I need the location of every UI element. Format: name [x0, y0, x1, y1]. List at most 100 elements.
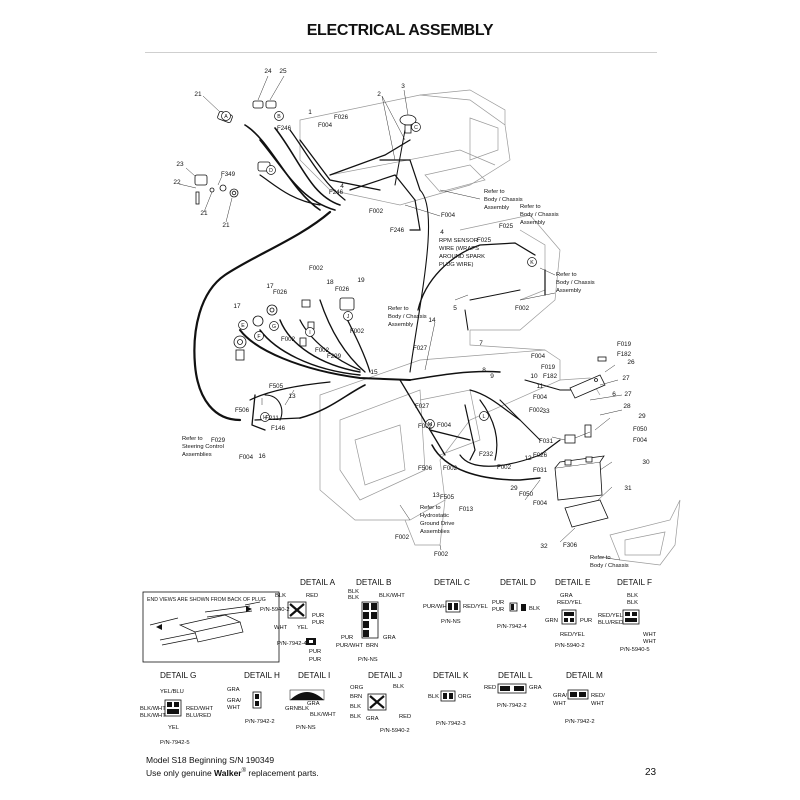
footer-registered-mark: ®: [241, 768, 247, 774]
svg-text:Refer to: Refer to: [556, 272, 577, 278]
svg-text:WHT: WHT: [643, 639, 657, 645]
svg-text:F002: F002: [369, 208, 384, 215]
item-30: 30: [642, 459, 650, 466]
detail-d: DETAIL D PUR PUR BLK P/N-7942-4: [492, 578, 540, 630]
item-13: 13: [432, 492, 440, 499]
svg-text:PUR: PUR: [309, 649, 321, 655]
svg-text:Assemblies: Assemblies: [182, 452, 212, 458]
footer-brand: Walker: [214, 767, 242, 778]
svg-text:Body / Chassis: Body / Chassis: [520, 212, 559, 218]
svg-text:F246: F246: [390, 227, 405, 234]
connector-a-letter: A: [224, 114, 228, 120]
detail-e: DETAIL E GRA RED/YEL GRN PUR RED/YEL P/N…: [545, 578, 592, 649]
leader-lines: [178, 75, 623, 561]
svg-text:Assembly: Assembly: [556, 288, 581, 294]
svg-text:F002: F002: [515, 305, 530, 312]
detail-h: DETAIL H GRA GRA/ WHT P/N-7942-2: [227, 671, 280, 725]
svg-text:F050: F050: [633, 426, 648, 433]
svg-text:YEL/BLU: YEL/BLU: [160, 689, 184, 695]
svg-text:F246: F246: [329, 189, 344, 196]
svg-text:GRA: GRA: [307, 701, 320, 707]
svg-text:BLK: BLK: [348, 595, 359, 601]
svg-text:BLK: BLK: [350, 704, 361, 710]
svg-text:RED: RED: [399, 714, 411, 720]
svg-text:BLK: BLK: [428, 694, 439, 700]
connector-g-letter: G: [272, 324, 276, 330]
svg-text:RED/YEL: RED/YEL: [557, 600, 583, 606]
svg-text:GRA: GRA: [529, 685, 542, 691]
item-15: 15: [370, 369, 378, 376]
svg-text:Refer to: Refer to: [420, 505, 441, 511]
svg-text:P/N-7942-2: P/N-7942-2: [565, 719, 595, 725]
svg-text:F211: F211: [265, 415, 279, 422]
detail-i: DETAIL I GRN BLK BLK/WHT GRA P/N-NS: [285, 671, 336, 731]
svg-text:P/N-7942-4: P/N-7942-4: [497, 624, 527, 630]
detail-a: DETAIL A BLK RED P/N-5940-2 PUR PUR WHT …: [260, 578, 336, 663]
connector-e-letter: E: [241, 323, 245, 329]
svg-text:Ground Drive: Ground Drive: [420, 521, 454, 527]
detail-b: DETAIL B BLK BLK BLK/WHT GRA PUR PUR/WHT…: [336, 578, 405, 663]
item-2: 2: [377, 91, 381, 98]
svg-text:GRN: GRN: [545, 618, 558, 624]
item-23: 23: [176, 161, 184, 168]
wiring-harness: [193, 124, 581, 481]
svg-text:F002: F002: [315, 347, 330, 354]
item-29a: 29: [638, 413, 646, 420]
svg-text:F004: F004: [633, 437, 648, 444]
item-26: 26: [627, 359, 635, 366]
svg-text:P/N-7942-3: P/N-7942-3: [436, 721, 466, 727]
svg-text:F026: F026: [533, 452, 548, 459]
svg-text:F506: F506: [235, 407, 250, 414]
svg-text:RED/YEL: RED/YEL: [598, 613, 624, 619]
svg-text:BLK: BLK: [298, 706, 309, 712]
detail-e-title: DETAIL E: [555, 578, 591, 587]
svg-text:F002: F002: [418, 423, 433, 430]
detail-m-title: DETAIL M: [566, 671, 603, 680]
detail-j: DETAIL J ORG BRN BLK BLK BLK GRA RED P/N…: [350, 671, 411, 734]
detail-c: DETAIL C PUR/WHT RED/YEL P/N-NS: [423, 578, 489, 625]
page-title: ELECTRICAL ASSEMBLY: [306, 22, 494, 39]
svg-text:F146: F146: [271, 425, 286, 432]
svg-text:BLK/WHT: BLK/WHT: [140, 713, 166, 719]
svg-text:WHT: WHT: [227, 705, 241, 711]
connector-k-letter: K: [530, 260, 534, 266]
svg-text:BLK: BLK: [275, 593, 286, 599]
item-4a: 4: [340, 183, 344, 190]
item-12: 12: [524, 455, 532, 462]
svg-text:Body / Chassis: Body / Chassis: [590, 563, 629, 569]
item-14: 14: [428, 317, 436, 324]
svg-text:F029: F029: [211, 437, 226, 444]
svg-text:F031: F031: [533, 467, 548, 474]
item-17b: 17: [266, 283, 274, 290]
svg-text:P/N-7942-2: P/N-7942-2: [245, 719, 275, 725]
item-17a: 17: [233, 303, 241, 310]
item-6: 6: [612, 391, 616, 398]
detail-l-title: DETAIL L: [498, 671, 533, 680]
svg-text:PUR: PUR: [309, 657, 321, 663]
footer-suffix: replacement parts.: [246, 767, 319, 778]
svg-text:BLK: BLK: [627, 593, 638, 599]
detail-b-title: DETAIL B: [356, 578, 392, 587]
svg-text:BLK/WHT: BLK/WHT: [310, 712, 336, 718]
svg-text:GRA: GRA: [383, 635, 396, 641]
connector-h-letter: H: [263, 415, 267, 421]
chassis-outline: [299, 89, 681, 566]
svg-text:PUR: PUR: [580, 618, 592, 624]
item-7: 7: [479, 340, 483, 347]
svg-text:AROUND SPARK: AROUND SPARK: [439, 254, 485, 260]
svg-text:P/N-NS: P/N-NS: [358, 657, 378, 663]
svg-text:P/N-7942-5: P/N-7942-5: [160, 740, 190, 746]
svg-text:F027: F027: [413, 345, 428, 352]
svg-text:F019: F019: [541, 364, 556, 371]
svg-text:Assembly: Assembly: [388, 322, 413, 328]
refer-notes: Refer to Body / Chassis Assembly Refer t…: [182, 189, 629, 569]
svg-text:P/N-5940-5: P/N-5940-5: [620, 647, 650, 653]
item-numbers: 1 2 3 4 4 5 6 7 8 9 10 11 12 13 14 15 16…: [173, 68, 650, 550]
item-1: 1: [308, 109, 312, 116]
item-11: 11: [537, 383, 544, 390]
svg-text:GRN: GRN: [285, 706, 298, 712]
detail-f-title: DETAIL F: [617, 578, 652, 587]
item-4b: 4: [440, 229, 444, 236]
svg-text:BLK/WHT: BLK/WHT: [379, 593, 405, 599]
